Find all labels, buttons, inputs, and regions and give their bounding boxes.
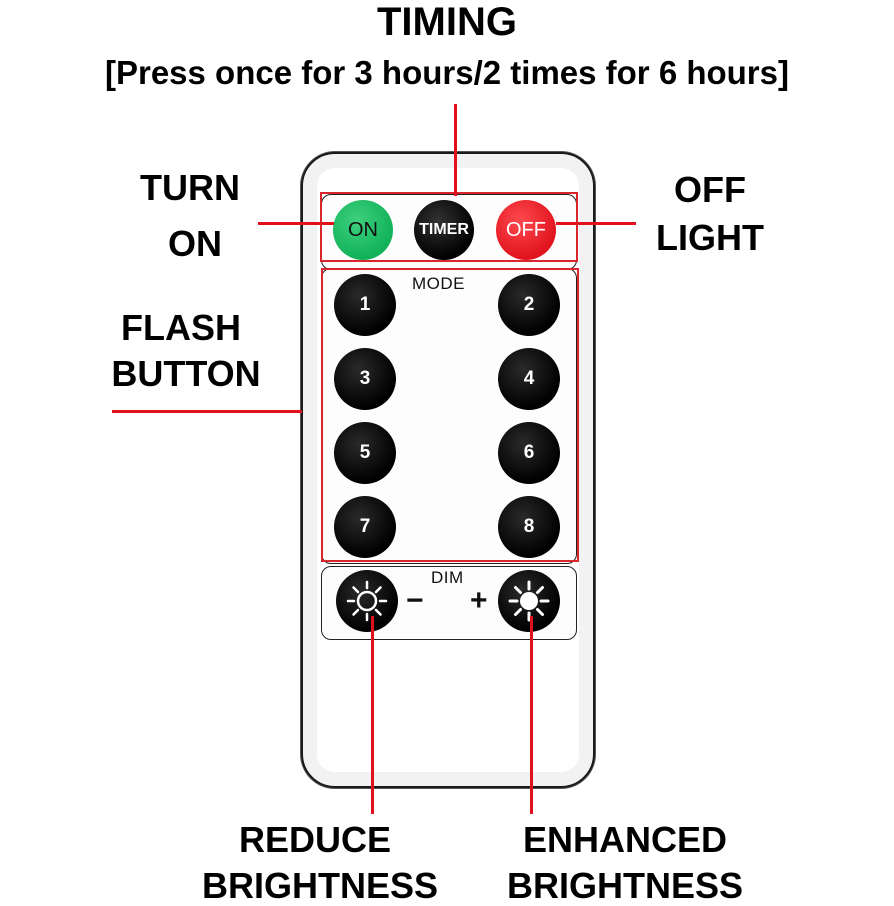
- mode-button-6[interactable]: 6: [498, 422, 560, 484]
- mode-button-8[interactable]: 8: [498, 496, 560, 558]
- timer-button-label: TIMER: [419, 221, 469, 238]
- flash-label-line2: BUTTON: [111, 353, 261, 394]
- off-light-callout-line: [556, 222, 636, 225]
- timing-note: [Press once for 3 hours/2 times for 6 ho…: [104, 54, 789, 91]
- dim-down-button[interactable]: [336, 570, 398, 632]
- plus-symbol: +: [470, 584, 488, 617]
- sun-filled-icon: [508, 580, 550, 622]
- off-light-label-line1: OFF: [674, 169, 746, 210]
- mode-button-2[interactable]: 2: [498, 274, 560, 336]
- mode-button-2-label: 2: [523, 294, 535, 315]
- sun-outline-icon: [346, 580, 388, 622]
- off-light-label-line2: LIGHT: [656, 217, 764, 258]
- mode-button-1-label: 1: [359, 294, 371, 315]
- mode-button-4[interactable]: 4: [498, 348, 560, 410]
- reduce-brightness-label-line1: REDUCE: [238, 819, 391, 860]
- reduce-callout-line: [371, 616, 374, 814]
- on-button-label: ON: [348, 218, 378, 241]
- minus-symbol: −: [406, 584, 424, 617]
- turn-on-label-line2: ON: [168, 223, 222, 264]
- enhanced-callout-line: [530, 616, 533, 814]
- mode-button-1[interactable]: 1: [334, 274, 396, 336]
- timer-button[interactable]: TIMER: [414, 200, 474, 260]
- dim-up-button[interactable]: [498, 570, 560, 632]
- mode-button-5[interactable]: 5: [334, 422, 396, 484]
- reduce-brightness-label-line2: BRIGHTNESS: [201, 865, 439, 906]
- turn-on-callout-line: [258, 222, 334, 225]
- timing-callout-line: [454, 104, 457, 196]
- mode-button-7[interactable]: 7: [334, 496, 396, 558]
- top-panel-highlight: [320, 192, 578, 262]
- flash-label-line1: FLASH: [121, 307, 241, 348]
- turn-on-label-line1: TURN: [140, 167, 240, 208]
- off-button-label: OFF: [506, 218, 546, 241]
- mode-button-4-label: 4: [523, 368, 535, 389]
- enhanced-brightness-label-line1: ENHANCED: [522, 819, 727, 860]
- mode-button-6-label: 6: [523, 442, 535, 463]
- mode-panel-highlight: [321, 268, 579, 562]
- off-button[interactable]: OFF: [496, 200, 556, 260]
- mode-label: MODE: [412, 274, 465, 293]
- mode-button-5-label: 5: [359, 442, 371, 463]
- timing-title: TIMING: [377, 0, 517, 44]
- mode-button-8-label: 8: [523, 516, 535, 537]
- mode-button-3-label: 3: [359, 368, 371, 389]
- flash-callout-line: [112, 410, 302, 413]
- enhanced-brightness-label-line2: BRIGHTNESS: [506, 865, 744, 906]
- mode-button-7-label: 7: [359, 516, 371, 537]
- on-button[interactable]: ON: [333, 200, 393, 260]
- mode-button-3[interactable]: 3: [334, 348, 396, 410]
- dim-label: DIM: [431, 568, 464, 587]
